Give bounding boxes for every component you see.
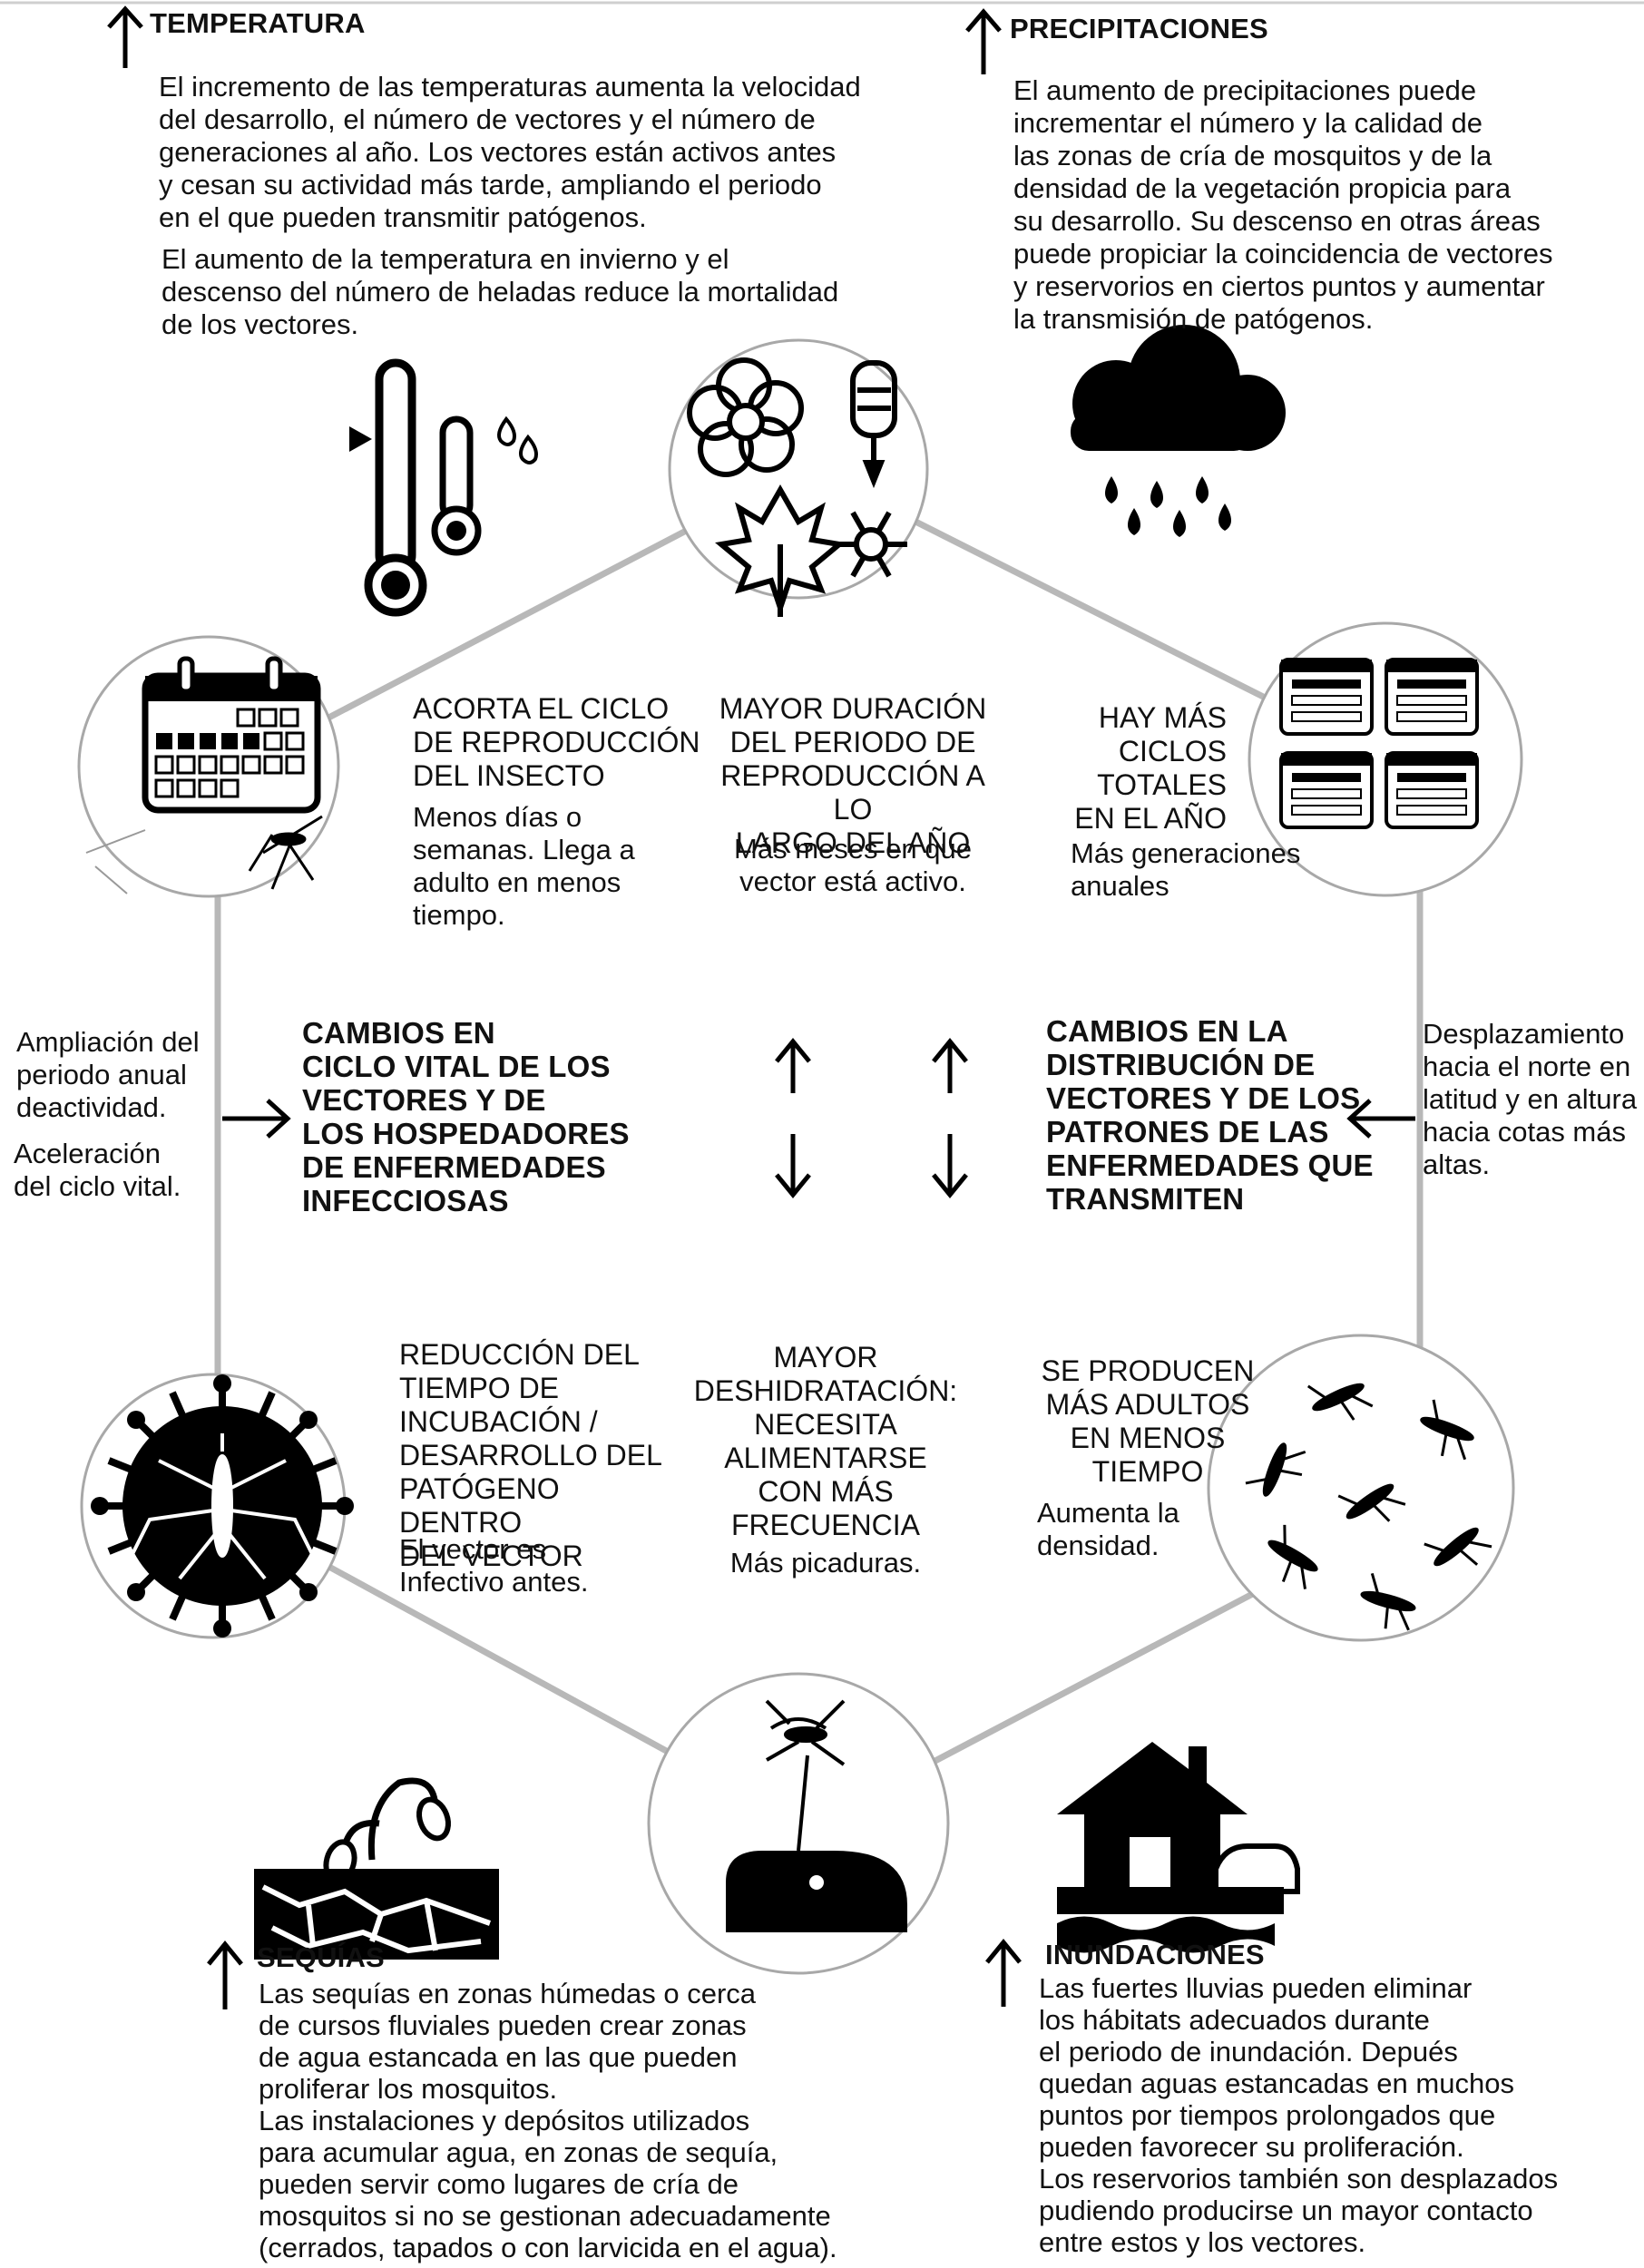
up-arrow-icon <box>985 1939 1022 2007</box>
longer-season-text: Más meses en que vector está activo. <box>734 833 972 897</box>
right-arrow-icon <box>222 1099 291 1139</box>
inundaciones-title: INUNDACIONES <box>1045 1939 1265 1970</box>
precipitaciones-text: El aumento de precipitaciones puede incr… <box>1013 74 1553 335</box>
dehydration-title: MAYOR DESHIDRATACIÓN: NECESITA ALIMENTAR… <box>693 1341 958 1541</box>
more-adults-text: Aumenta la densidad. <box>1037 1497 1179 1561</box>
more-cycles-title: HAY MÁS CICLOS TOTALES EN EL AÑO <box>1074 701 1227 835</box>
sequias-title: SEQUÍAS <box>257 1941 385 1973</box>
temperatura-text-2: El aumento de la temperatura en invierno… <box>161 243 839 340</box>
mosquito-biting-icon <box>726 1699 907 1932</box>
shorter-cycle-title: ACORTA EL CICLO DE REPRODUCCIÓN DEL INSE… <box>413 692 700 792</box>
life-cycle-changes-label: CAMBIOS EN CICLO VITAL DE LOS VECTORES Y… <box>302 1016 630 1217</box>
calendars-icon <box>1279 658 1479 829</box>
left-arrow-icon <box>1346 1099 1415 1139</box>
virus-mosquito-icon <box>91 1374 354 1637</box>
right-side-text: Desplazamiento hacia el norte en latitud… <box>1423 1018 1638 1180</box>
more-cycles-text: Más generaciones anuales <box>1071 837 1301 902</box>
dehydration-text: Más picaduras. <box>729 1547 922 1579</box>
shorter-cycle-text: Menos días o semanas. Llega a adulto en … <box>413 801 635 931</box>
up-arrow-icon <box>207 1941 243 2009</box>
left-side-text-2: Aceleración del ciclo vital. <box>14 1138 181 1202</box>
mosquito-swarm-icon <box>1245 1383 1492 1631</box>
rain-cloud-icon <box>1071 325 1286 537</box>
distribution-changes-label: CAMBIOS EN LA DISTRIBUCIÓN DE VECTORES Y… <box>1046 1014 1374 1216</box>
temperatura-title: TEMPERATURA <box>150 7 366 39</box>
up-arrow-icon <box>107 5 143 68</box>
precipitaciones-title: PRECIPITACIONES <box>1010 13 1268 44</box>
down-arrow-icon <box>775 1134 811 1198</box>
left-side-text-1: Ampliación del periodo anual deactividad… <box>16 1026 200 1123</box>
drought-sprout-icon <box>254 1777 499 1960</box>
thermometer-icon <box>349 358 538 617</box>
more-adults-title: SE PRODUCEN MÁS ADULTOS EN MENOS TIEMPO <box>1041 1354 1255 1488</box>
flower-seasons-icon <box>687 357 907 617</box>
up-arrow-icon <box>965 8 1002 74</box>
up-arrow-icon <box>775 1038 811 1093</box>
flood-house-icon <box>1057 1742 1300 1953</box>
down-arrow-icon <box>932 1134 968 1198</box>
up-arrow-icon <box>932 1038 968 1093</box>
incubation-title: REDUCCIÓN DEL TIEMPO DE INCUBACIÓN / DES… <box>399 1338 662 1572</box>
inundaciones-text: Las fuertes lluvias pueden eliminar los … <box>1039 1972 1559 2258</box>
incubation-text: El vector es Infectivo antes. <box>399 1533 589 1598</box>
calendar-icon <box>85 656 323 894</box>
sequias-text: Las sequías en zonas húmedas o cerca de … <box>259 1978 837 2263</box>
longer-season-title: MAYOR DURACIÓN DEL PERIODO DE REPRODUCCI… <box>719 692 987 859</box>
temperatura-text-1: El incremento de las temperaturas aument… <box>159 71 861 233</box>
